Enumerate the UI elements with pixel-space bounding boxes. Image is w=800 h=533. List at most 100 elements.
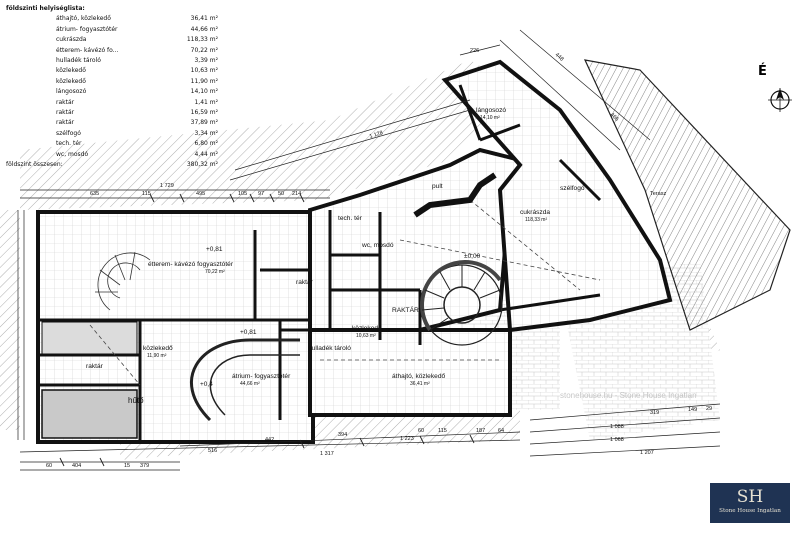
room-raktar-2: RAKTÁR bbox=[392, 305, 419, 314]
atrium-ramp bbox=[190, 338, 300, 422]
dim-bottom-b: 516 bbox=[208, 448, 217, 454]
room-list-name: étterem- kávézó fo... bbox=[56, 46, 119, 54]
room-list-area: 1,41 m² bbox=[194, 98, 218, 106]
wall-passage-strip bbox=[308, 328, 512, 417]
room-raktar-1: raktár bbox=[296, 279, 314, 286]
dim-top-d: 105 bbox=[238, 191, 247, 197]
dim-right-total: 1 207 bbox=[640, 450, 654, 456]
dashed-guides bbox=[89, 199, 601, 386]
room-langosozo: lángosozó bbox=[476, 107, 506, 114]
room-list-name: hulladék tároló bbox=[56, 57, 101, 65]
spiral-stair-centre bbox=[419, 260, 503, 346]
room-tech: tech. tér bbox=[338, 215, 363, 222]
dim-right-a: 1 088 bbox=[610, 424, 624, 430]
room-list: földszinti helyiséglista: áthajtó, közle… bbox=[6, 4, 218, 171]
watermark: stonehouse.hu - Stone House Ingatlan bbox=[560, 391, 697, 400]
room-cukraszda-area: 118,33 m² bbox=[525, 217, 547, 223]
dim-bottom-c: 442 bbox=[265, 437, 274, 443]
pult-counter bbox=[413, 172, 497, 218]
room-list-name: cukrászda bbox=[56, 36, 87, 44]
room-langosozo-area: 14,10 m² bbox=[480, 115, 500, 121]
cooler-room bbox=[41, 389, 138, 439]
hatched-area-top bbox=[20, 60, 520, 210]
room-list-name: raktár bbox=[56, 98, 75, 106]
dim-left-c: 379 bbox=[140, 463, 149, 469]
wall-cukraszda-block bbox=[441, 59, 673, 333]
north-label: É bbox=[758, 64, 767, 79]
room-kozlekedo-1-area: 11,90 m² bbox=[147, 353, 167, 359]
dim-top-a: 635 bbox=[90, 191, 99, 197]
room-pult: pult bbox=[432, 183, 443, 190]
dim-left-b: 15 bbox=[124, 463, 130, 469]
level-marker-3: ±0,00 bbox=[464, 253, 481, 260]
interior-walls bbox=[38, 84, 602, 442]
room-list-area: 4,44 m² bbox=[194, 150, 218, 158]
room-list-area: 11,90 m² bbox=[190, 77, 218, 85]
dim-diag-3: 448 bbox=[554, 52, 565, 63]
room-list-name: wc, mosdó bbox=[56, 150, 89, 158]
dimension-ticks bbox=[59, 193, 475, 467]
room-szelfogo: szélfogó bbox=[560, 185, 585, 192]
room-list-total-area: 380,32 m² bbox=[186, 161, 218, 169]
room-atjaro-area: 36,41 m² bbox=[410, 381, 430, 387]
room-list-total: földszint összesen:380,32 m² bbox=[6, 160, 218, 170]
room-list-area: 70,22 m² bbox=[190, 46, 218, 54]
dim-bottom-h: 64 bbox=[498, 428, 504, 434]
level-marker-4: +0,4 bbox=[200, 381, 213, 388]
room-kozlekedo-1: közlekedő bbox=[143, 345, 173, 352]
room-atjaro: áthajtó, közlekedő bbox=[392, 373, 445, 380]
dim-diag-4: 466 bbox=[609, 112, 620, 123]
dim-bottom-a: 1 223 bbox=[400, 436, 414, 442]
room-atrium: átrium- fogyasztótér bbox=[232, 373, 291, 380]
room-terasz: Terasz bbox=[650, 191, 666, 197]
dim-diag-1: 1 128 bbox=[369, 130, 384, 140]
room-list-area: 37,89 m² bbox=[190, 119, 218, 127]
room-wc: wc, mosdó bbox=[361, 242, 394, 249]
stone-house-logo: SH Stone House Ingatlan bbox=[710, 483, 790, 523]
room-list-area: 16,59 m² bbox=[190, 109, 218, 117]
room-hulladek: hulladék tároló bbox=[308, 345, 351, 352]
room-raktar-3: raktár bbox=[86, 363, 104, 370]
dim-left-a: 404 bbox=[72, 463, 81, 469]
dim-top-total: 1 729 bbox=[160, 183, 174, 189]
room-list-row: hulladék tároló 3,39 m² bbox=[6, 56, 218, 66]
room-list-area: 3,39 m² bbox=[194, 57, 218, 65]
dim-bottom-f: 115 bbox=[438, 428, 447, 434]
north-arrow-icon bbox=[768, 88, 792, 112]
dim-bottom-g: 187 bbox=[476, 428, 485, 434]
dim-diag-2: 226 bbox=[470, 48, 479, 54]
room-kozlekedo-2: közlekedő bbox=[352, 325, 382, 332]
room-list-row: közlekedő 11,90 m² bbox=[6, 77, 218, 87]
room-atrium-area: 44,66 m² bbox=[240, 381, 260, 387]
dim-top-c: 495 bbox=[196, 191, 205, 197]
level-marker-2: +0,81 bbox=[240, 329, 257, 336]
dim-top-e: 97 bbox=[258, 191, 264, 197]
dimension-lines bbox=[17, 29, 721, 471]
room-list-name: átrium- fogyasztótér bbox=[56, 25, 118, 33]
room-list-name: áthajtó, közlekedő bbox=[56, 15, 111, 23]
room-list-name: tech. tér bbox=[56, 140, 82, 148]
room-list-area: 10,63 m² bbox=[190, 67, 218, 75]
hatched-area-left bbox=[0, 210, 20, 430]
room-kozlekedo-2-area: 10,63 m² bbox=[356, 333, 376, 339]
room-list-name: lángosozó bbox=[56, 88, 87, 96]
room-list-row: cukrászda 118,33 m² bbox=[6, 35, 218, 45]
room-list-area: 118,33 m² bbox=[186, 36, 218, 44]
room-list-row: raktár 1,41 m² bbox=[6, 98, 218, 108]
room-list-name: közlekedő bbox=[56, 77, 86, 85]
dim-top-b: 115 bbox=[142, 191, 151, 197]
dim-bottom-d: 394 bbox=[338, 432, 347, 438]
dim-top-g: 214 bbox=[292, 191, 301, 197]
room-list-name: szélfogó bbox=[56, 129, 81, 137]
wc-room bbox=[41, 321, 138, 355]
room-list-area: 14,10 m² bbox=[190, 88, 218, 96]
room-list-row: lángosozó 14,10 m² bbox=[6, 87, 218, 97]
room-list-row: étterem- kávézó fo... 70,22 m² bbox=[6, 46, 218, 56]
room-list-title: földszinti helyiséglista: bbox=[6, 5, 85, 12]
